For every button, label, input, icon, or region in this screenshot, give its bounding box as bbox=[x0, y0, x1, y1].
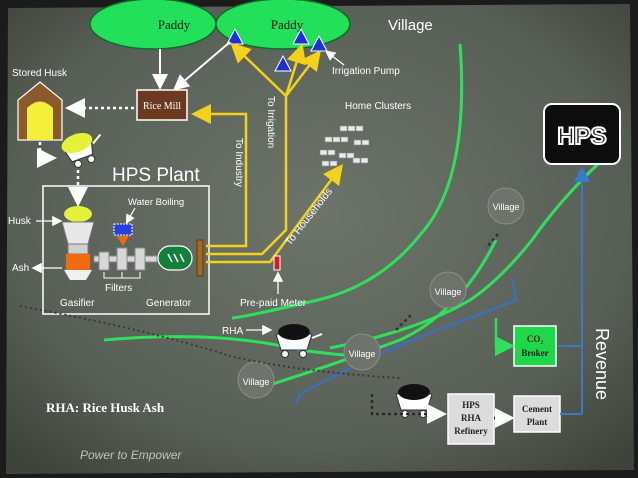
village-label: Village bbox=[435, 287, 462, 297]
village-circle-3: Village bbox=[343, 333, 381, 371]
ash-path bbox=[19, 305, 401, 379]
irrigation-pump-label: Irrigation Pump bbox=[332, 66, 400, 77]
paddy-field-right: Paddy bbox=[215, 0, 351, 50]
rice-mill-label: Rice Mill bbox=[143, 101, 181, 112]
tagline: Power to Empower bbox=[80, 448, 182, 462]
stored-husk-shed-icon bbox=[17, 81, 63, 141]
generator-icon bbox=[157, 239, 204, 277]
rha-label: RHA bbox=[222, 326, 243, 337]
generator-label: Generator bbox=[146, 298, 192, 309]
to-industry-label: To Industry bbox=[233, 138, 244, 187]
power-lines bbox=[191, 42, 343, 264]
water-boiling-label: Water Boiling bbox=[128, 197, 184, 208]
co2-broker-box: CO₂ Broker bbox=[513, 325, 557, 367]
svg-text:Refinery: Refinery bbox=[454, 426, 488, 436]
village-circle-4: Village bbox=[237, 361, 275, 399]
village-label: Village bbox=[243, 377, 270, 387]
hps-plant-box bbox=[42, 185, 210, 315]
village-label: Village bbox=[349, 349, 376, 359]
river-line bbox=[294, 277, 518, 405]
husk-cart-icon bbox=[61, 132, 102, 168]
village-label: Village bbox=[493, 202, 520, 212]
prepaid-meter-label: Pre-paid Meter bbox=[240, 298, 307, 309]
hps-logo-box: HPS bbox=[543, 103, 621, 165]
filters-icon bbox=[93, 247, 158, 271]
filters-label: Filters bbox=[105, 283, 132, 294]
prepaid-meter-icon bbox=[273, 255, 281, 271]
paddy-label-left: Paddy bbox=[158, 17, 191, 32]
hps-rha-refinery-box: HPS RHA Refinery bbox=[447, 393, 495, 445]
co2-broker-line1: CO₂ bbox=[527, 334, 544, 344]
village-circle-1: Village bbox=[487, 187, 525, 225]
rha-cart-icon bbox=[275, 324, 323, 358]
paddy-label-right: Paddy bbox=[271, 17, 304, 32]
cement-plant-box: Cement Plant bbox=[513, 395, 561, 433]
revenue-lines bbox=[558, 166, 590, 415]
ash-label: Ash bbox=[12, 263, 29, 274]
svg-text:Plant: Plant bbox=[527, 417, 548, 427]
gasifier-icon bbox=[61, 206, 95, 280]
hps-plant-title: HPS Plant bbox=[112, 165, 200, 186]
water-boiling-icon bbox=[113, 223, 133, 246]
village-circle-2: Village bbox=[429, 271, 467, 309]
hps-logo-text: HPS bbox=[557, 123, 606, 150]
svg-text:RHA: RHA bbox=[461, 413, 482, 423]
stored-husk-label: Stored Husk bbox=[12, 68, 68, 79]
rice-mill-box: Rice Mill bbox=[136, 89, 188, 121]
svg-text:Cement: Cement bbox=[522, 404, 552, 414]
gasifier-label: Gasifier bbox=[60, 298, 95, 309]
paddy-to-mill-arrow-2 bbox=[172, 41, 231, 91]
paddy-field-left: Paddy bbox=[89, 0, 217, 50]
home-cluster-icons bbox=[319, 125, 370, 167]
home-clusters-label: Home Clusters bbox=[345, 101, 411, 112]
background-slab bbox=[6, 4, 634, 474]
to-irrigation-label: To Irrigation bbox=[265, 96, 276, 148]
rha-legend: RHA: Rice Husk Ash bbox=[46, 400, 165, 415]
revenue-label: Revenue bbox=[592, 328, 612, 400]
husk-label: Husk bbox=[8, 216, 32, 227]
village-label-top: Village bbox=[388, 17, 433, 34]
co2-broker-line2: Broker bbox=[521, 348, 548, 358]
svg-text:HPS: HPS bbox=[462, 400, 480, 410]
